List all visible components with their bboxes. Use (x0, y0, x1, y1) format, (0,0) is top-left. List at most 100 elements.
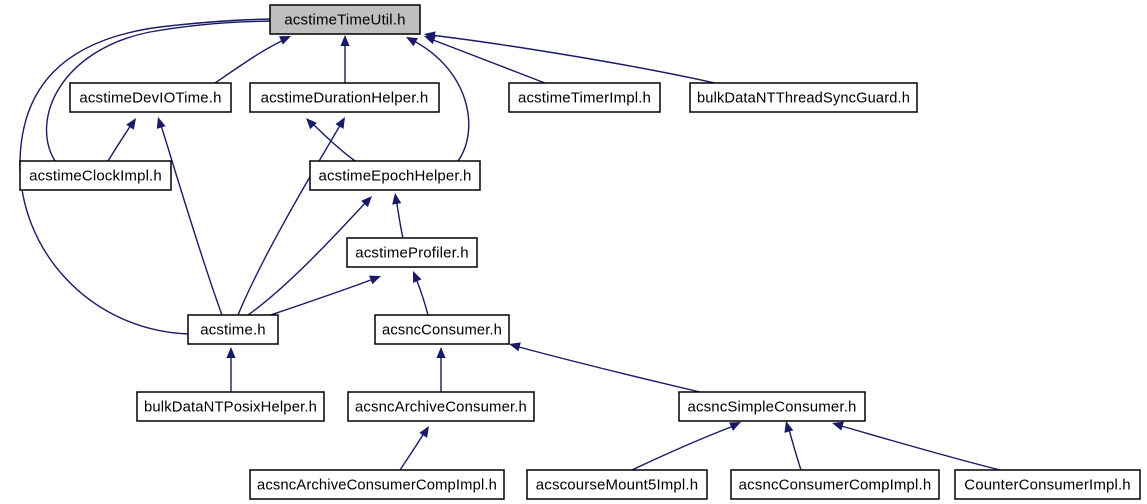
edge-line (631, 424, 737, 471)
node-box[interactable] (136, 391, 325, 422)
edge-line (837, 424, 1001, 471)
node-acsncConsumerCompImpl[interactable]: acsncConsumerCompImpl.h (730, 469, 940, 500)
edge-acstime-to-acstimeProfiler (255, 275, 381, 321)
node-acscourseMount5Impl[interactable]: acscourseMount5Impl.h (526, 469, 708, 500)
node-label: acstimeDurationHelper.h (261, 89, 429, 106)
edge-line (159, 121, 223, 316)
edge-line (19, 18, 283, 335)
edge-line (255, 277, 377, 321)
node-label: acsncConsumer.h (382, 321, 502, 338)
node-acsncArchiveConsumerCompImpl[interactable]: acsncArchiveConsumerCompImpl.h (249, 469, 505, 500)
edge-line (414, 275, 429, 316)
edge-line (247, 199, 369, 316)
node-box[interactable] (730, 469, 940, 500)
edge-acsncConsumerCompImpl-to-acsncSimpleConsumer (784, 421, 802, 471)
node-label: acsncConsumerCompImpl.h (739, 476, 932, 493)
arrowhead-icon (424, 31, 436, 41)
node-box[interactable] (346, 237, 478, 268)
edge-line (427, 37, 546, 84)
node-box[interactable] (689, 82, 918, 113)
arrowhead-icon (156, 117, 166, 129)
node-box[interactable] (526, 469, 708, 500)
edge-line (411, 39, 470, 162)
arrowhead-icon (436, 347, 446, 358)
edge-line (237, 121, 343, 316)
node-label: acstimeTimeUtil.h (284, 11, 405, 28)
edge-bulkDataNTThreadSyncGuard-to-acstimeTimeUtil (424, 31, 716, 84)
node-label: acstimeClockImpl.h (29, 167, 162, 184)
node-box[interactable] (249, 82, 440, 113)
node-acsncArchiveConsumer[interactable]: acsncArchiveConsumer.h (347, 391, 535, 422)
edge-acstimeProfiler-to-acstimeEpochHelper (392, 193, 404, 239)
node-label: acscourseMount5Impl.h (536, 476, 698, 493)
node-acstimeClockImpl[interactable]: acstimeClockImpl.h (19, 160, 172, 191)
node-bulkDataNTThreadSyncGuard[interactable]: bulkDataNTThreadSyncGuard.h (689, 82, 918, 113)
arrowhead-icon (784, 421, 794, 433)
node-box[interactable] (374, 314, 510, 345)
node-acsncConsumer[interactable]: acsncConsumer.h (374, 314, 510, 345)
arrowhead-icon (369, 275, 381, 285)
edge-acstimeEpochHelper-to-acstimeTimeUtil (406, 37, 470, 162)
node-box[interactable] (19, 160, 172, 191)
node-acstimeProfiler[interactable]: acstimeProfiler.h (346, 237, 478, 268)
edge-line (395, 197, 404, 239)
arrowhead-icon (413, 271, 422, 283)
node-acstimeDevIOTime[interactable]: acstimeDevIOTime.h (69, 82, 232, 113)
edge-acsncConsumer-to-acstimeProfiler (413, 271, 429, 316)
edge-acstimeDevIOTime-to-acstimeTimeUtil (214, 36, 291, 84)
arrowhead-icon (361, 196, 372, 208)
node-label: acstimeProfiler.h (355, 244, 468, 261)
edge-line (107, 121, 134, 162)
node-bulkDataNTPosixHelper[interactable]: bulkDataNTPosixHelper.h (136, 391, 325, 422)
edge-line (429, 34, 716, 84)
arrowhead-icon (509, 342, 521, 352)
edge-acsncSimpleConsumer-to-acsncConsumer (509, 342, 701, 393)
edge-line (399, 429, 427, 471)
edge-acstime-to-acstimeEpochHelper (247, 196, 372, 316)
node-box[interactable] (249, 469, 505, 500)
node-acstimeTimeUtil[interactable]: acstimeTimeUtil.h (269, 4, 421, 35)
node-box[interactable] (309, 160, 481, 191)
arrowhead-icon (392, 193, 402, 205)
node-box[interactable] (69, 82, 232, 113)
edge-line (45, 20, 283, 162)
node-label: acstimeDevIOTime.h (79, 89, 221, 106)
edge-acstimeTimerImpl-to-acstimeTimeUtil (424, 35, 546, 84)
node-acstimeDurationHelper[interactable]: acstimeDurationHelper.h (249, 82, 440, 113)
edge-acsncArchiveConsumer-to-acsncConsumer (436, 347, 446, 392)
edge-acstimeClockImpl-to-acstimeDevIOTime (107, 118, 136, 162)
edge-acstimeEpochHelper-to-acstimeDurationHelper (306, 118, 356, 162)
node-box[interactable] (187, 314, 279, 345)
edge-line (309, 120, 356, 162)
edge-acsncArchiveConsumerCompImpl-to-acsncArchiveConsumer (399, 426, 429, 471)
node-acstimeEpochHelper[interactable]: acstimeEpochHelper.h (309, 160, 481, 191)
node-acsncSimpleConsumer[interactable]: acsncSimpleConsumer.h (678, 391, 866, 422)
node-box[interactable] (508, 82, 661, 113)
node-box[interactable] (347, 391, 535, 422)
node-label: acsncArchiveConsumerCompImpl.h (257, 476, 497, 493)
edge-CounterConsumerImpl-to-acsncSimpleConsumer (832, 421, 1001, 471)
arrowhead-icon (419, 426, 429, 438)
edge-line (214, 37, 289, 84)
node-label: bulkDataNTThreadSyncGuard.h (697, 89, 910, 106)
node-label: CounterConsumerImpl.h (964, 476, 1131, 493)
node-label: bulkDataNTPosixHelper.h (144, 398, 317, 415)
edge-acstime-to-acstimeDevIOTime (156, 117, 223, 316)
node-layer: acstimeTimeUtil.h acstimeDevIOTime.h acsti… (19, 4, 1141, 500)
node-label: acstimeEpochHelper.h (318, 167, 471, 184)
edge-acstime-to-acstimeDurationHelper (237, 117, 345, 316)
node-label: acstime.h (200, 321, 266, 338)
arrowhead-icon (406, 37, 418, 47)
node-CounterConsumerImpl[interactable]: CounterConsumerImpl.h (954, 469, 1141, 500)
node-acstime[interactable]: acstime.h (187, 314, 279, 345)
node-box[interactable] (269, 4, 421, 35)
arrowhead-icon (226, 347, 236, 358)
node-box[interactable] (678, 391, 866, 422)
arrowhead-icon (832, 421, 844, 431)
arrowhead-icon (340, 35, 350, 46)
node-label: acsncArchiveConsumer.h (355, 398, 527, 415)
node-box[interactable] (954, 469, 1141, 500)
node-acstimeTimerImpl[interactable]: acstimeTimerImpl.h (508, 82, 661, 113)
